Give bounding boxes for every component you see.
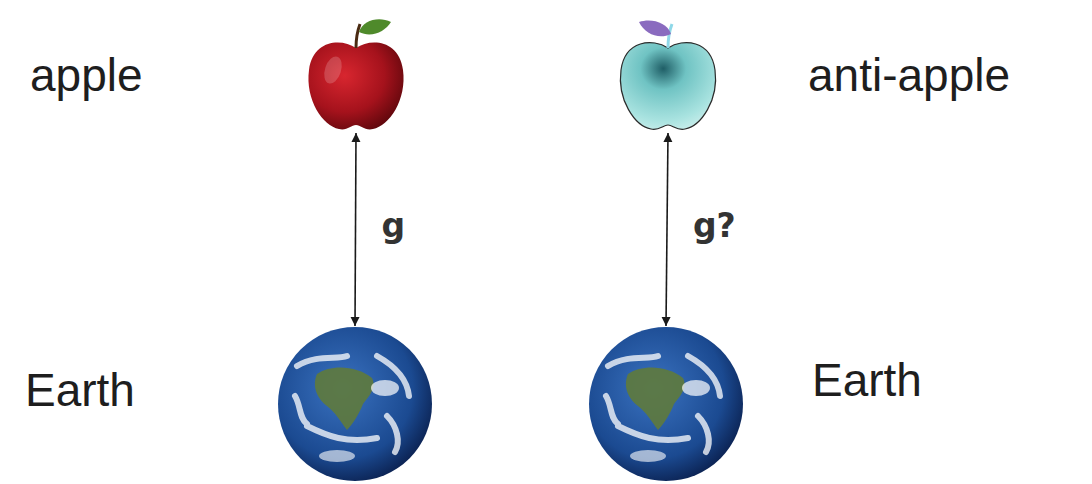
arrow-shaft: [666, 133, 668, 326]
illustration-node: Earth: [588, 326, 744, 482]
apple-illustration: [300, 18, 412, 133]
edge-label: g: [380, 206, 408, 246]
object-label: anti-apple: [808, 45, 1010, 105]
earth-clouds: [606, 356, 720, 452]
earth-cloud: [319, 450, 355, 462]
earth-cloud: [371, 380, 399, 396]
arrow-head: [662, 133, 673, 326]
illustration-node: apple: [300, 18, 412, 133]
apple-leaf: [359, 19, 391, 34]
gravity-arrow: [351, 133, 361, 326]
earth-continent: [315, 368, 374, 430]
edge-label: g?: [691, 206, 738, 246]
anti-apple-stem: [668, 24, 672, 48]
earth-illustration: [588, 326, 744, 482]
apple-body: [308, 43, 403, 130]
earth-cloud: [682, 380, 710, 396]
arrow-shaft: [355, 133, 356, 326]
anti-apple-leaf: [639, 21, 671, 37]
object-label: apple: [30, 45, 143, 105]
earth-continent: [626, 368, 685, 430]
illustration-node: Earth: [277, 326, 433, 482]
gravity-arrow: [662, 133, 673, 326]
earth-globe: [278, 327, 432, 481]
object-label: Earth: [25, 360, 135, 420]
anti-apple-body: [620, 43, 715, 130]
arrow-head: [351, 133, 361, 326]
earth-globe: [589, 327, 743, 481]
apple-shine: [321, 54, 345, 86]
object-label: Earth: [812, 350, 922, 410]
earth-illustration: [277, 326, 433, 482]
illustration-node: anti-apple: [612, 18, 724, 133]
earth-cloud: [630, 450, 666, 462]
anti-apple-illustration: [612, 18, 724, 133]
earth-clouds: [295, 356, 409, 452]
apple-stem: [356, 24, 360, 48]
